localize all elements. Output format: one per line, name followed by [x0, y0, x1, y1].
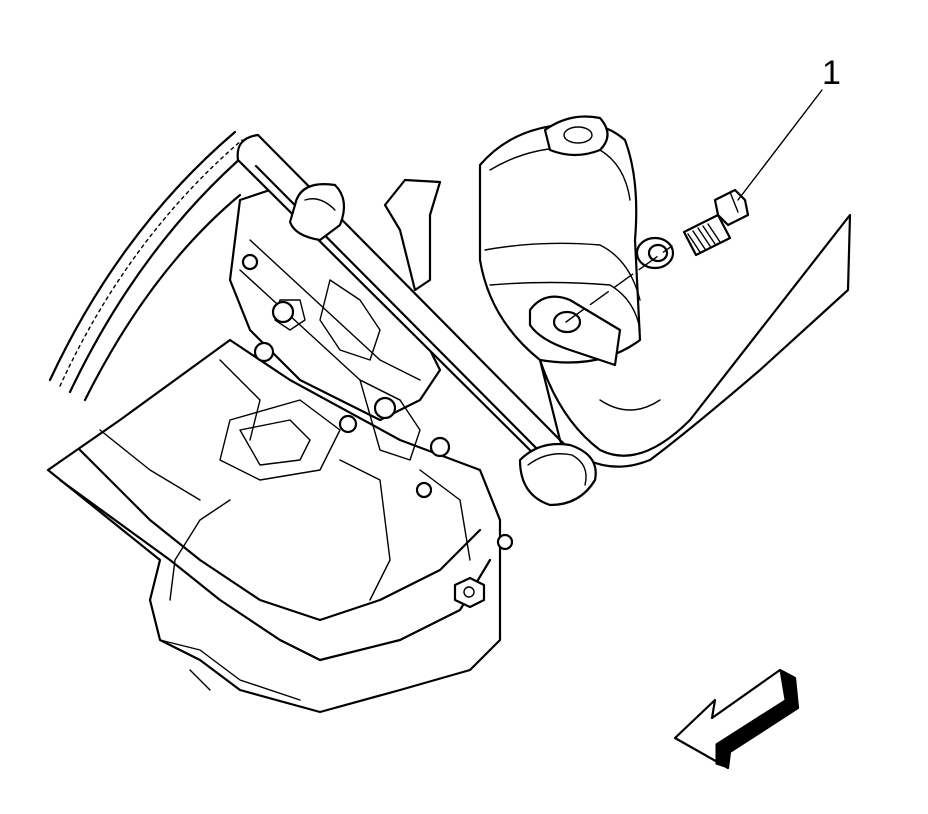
alignment-line [565, 245, 673, 323]
callout-leader-line [737, 89, 823, 201]
oil-pan [46, 338, 502, 714]
exhaust-hanger-bracket [383, 178, 442, 292]
exhaust-pipe [538, 213, 852, 468]
catalytic-converter [478, 115, 642, 364]
front-direction-arrow [673, 668, 800, 770]
flange-gasket [635, 236, 675, 270]
transmission-bracket [219, 188, 442, 461]
drain-plug [453, 576, 486, 609]
converter-outlet [518, 442, 597, 507]
pipe-flange [528, 295, 622, 367]
flywheel-ring-gear [48, 130, 252, 402]
callout-number-1: 1 [822, 54, 841, 92]
bracket-bolts [241, 253, 514, 551]
